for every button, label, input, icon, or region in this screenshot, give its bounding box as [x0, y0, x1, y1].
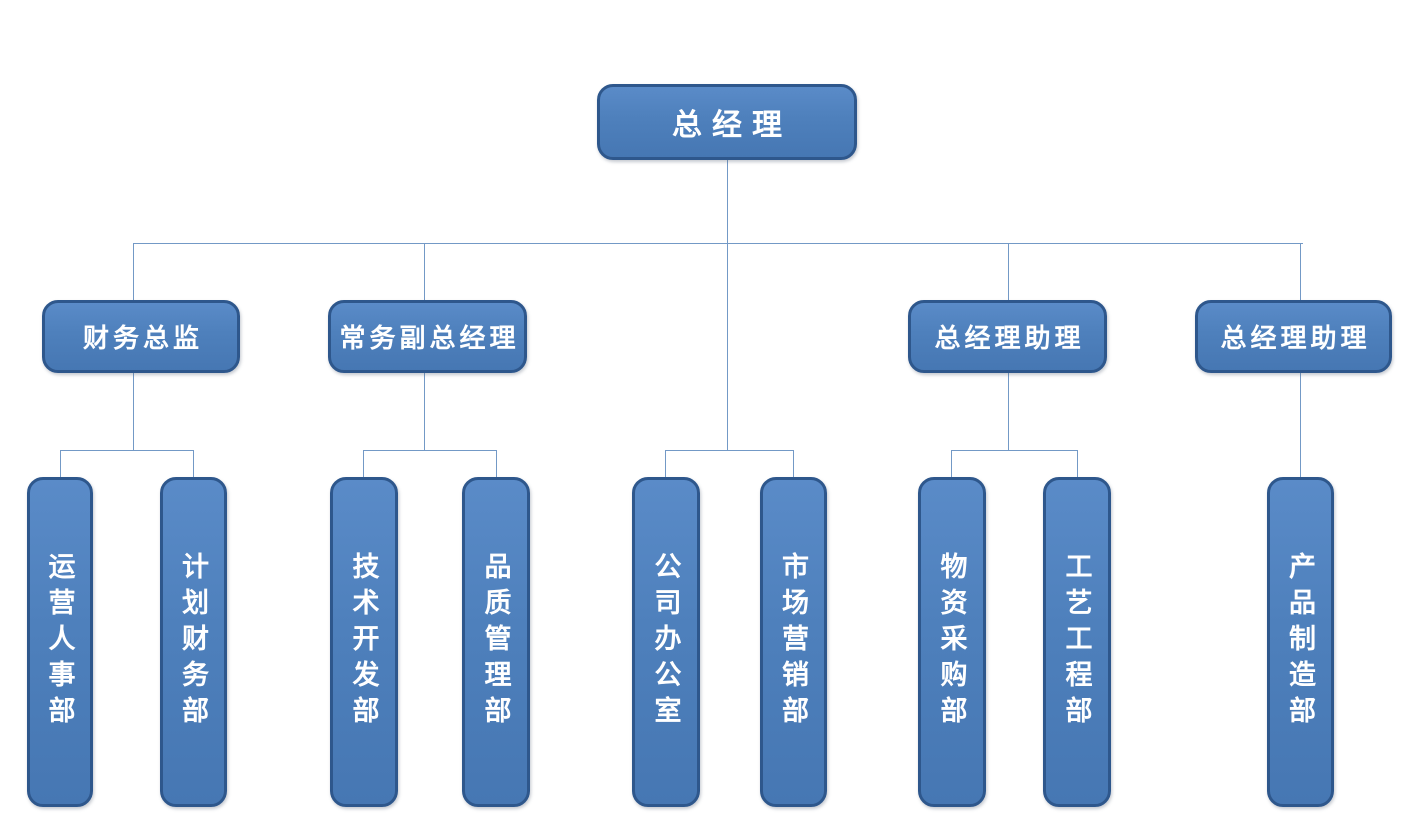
node-dept-product-manufacturing-label: 产品制造部	[1285, 552, 1315, 732]
connector-assistant1-stub1	[951, 450, 952, 477]
node-executive-deputy-gm-label: 常务副总经理	[339, 324, 520, 353]
connector-drop-finance	[133, 243, 134, 300]
connector-finance-stub1	[60, 450, 61, 477]
node-dept-operations-hr-label: 运营人事部	[44, 552, 75, 732]
connector-drop-deputy	[424, 243, 425, 300]
node-dept-quality-management[interactable]: 品质管理部	[462, 477, 530, 807]
node-finance-director[interactable]: 财务总监	[42, 300, 240, 373]
node-dept-product-manufacturing[interactable]: 产品制造部	[1267, 477, 1334, 807]
node-gm-assistant-2[interactable]: 总经理助理	[1195, 300, 1392, 373]
connector-assistant2-stem	[1300, 373, 1301, 477]
node-executive-deputy-gm[interactable]: 常务副总经理	[328, 300, 527, 373]
node-dept-material-purchasing-label: 物资采购部	[936, 552, 967, 732]
node-dept-process-engineering-label: 工艺工程部	[1061, 552, 1092, 732]
connector-drop-assistant1	[1008, 243, 1009, 300]
node-dept-material-purchasing[interactable]: 物资采购部	[918, 477, 986, 807]
connector-center-spine	[727, 160, 728, 450]
node-dept-planning-finance[interactable]: 计划财务部	[160, 477, 227, 807]
node-gm-assistant-1-label: 总经理助理	[934, 324, 1085, 353]
node-dept-process-engineering[interactable]: 工艺工程部	[1043, 477, 1111, 807]
connector-finance-stub2	[193, 450, 194, 477]
node-dept-company-office-label: 公司办公室	[650, 552, 681, 732]
node-dept-tech-development-label: 技术开发部	[348, 552, 379, 732]
connector-deputy-stub2	[496, 450, 497, 477]
connector-drop-assistant2	[1300, 243, 1301, 300]
node-finance-director-label: 财务总监	[82, 324, 203, 353]
connector-finance-tee	[60, 450, 193, 451]
connector-deputy-stem	[424, 373, 425, 450]
node-dept-company-office[interactable]: 公司办公室	[632, 477, 700, 807]
node-dept-marketing-label: 市场营销部	[778, 552, 808, 732]
node-dept-planning-finance-label: 计划财务部	[178, 552, 208, 732]
connector-deputy-stub1	[363, 450, 364, 477]
node-gm-assistant-2-label: 总经理助理	[1220, 324, 1371, 353]
node-general-manager-label: 总经理	[672, 109, 792, 142]
connector-center-stub2	[793, 450, 794, 477]
connector-assistant1-tee	[951, 450, 1077, 451]
node-dept-marketing[interactable]: 市场营销部	[760, 477, 827, 807]
connector-center-stub1	[665, 450, 666, 477]
connector-assistant1-stub2	[1077, 450, 1078, 477]
node-dept-quality-management-label: 品质管理部	[480, 552, 511, 732]
node-dept-operations-hr[interactable]: 运营人事部	[27, 477, 93, 807]
connector-center-tee	[665, 450, 793, 451]
node-dept-tech-development[interactable]: 技术开发部	[330, 477, 398, 807]
node-general-manager[interactable]: 总经理	[597, 84, 857, 160]
connector-deputy-tee	[363, 450, 496, 451]
connector-finance-stem	[133, 373, 134, 450]
connector-main-bus	[133, 243, 1303, 244]
node-gm-assistant-1[interactable]: 总经理助理	[908, 300, 1107, 373]
connector-assistant1-stem	[1008, 373, 1009, 450]
